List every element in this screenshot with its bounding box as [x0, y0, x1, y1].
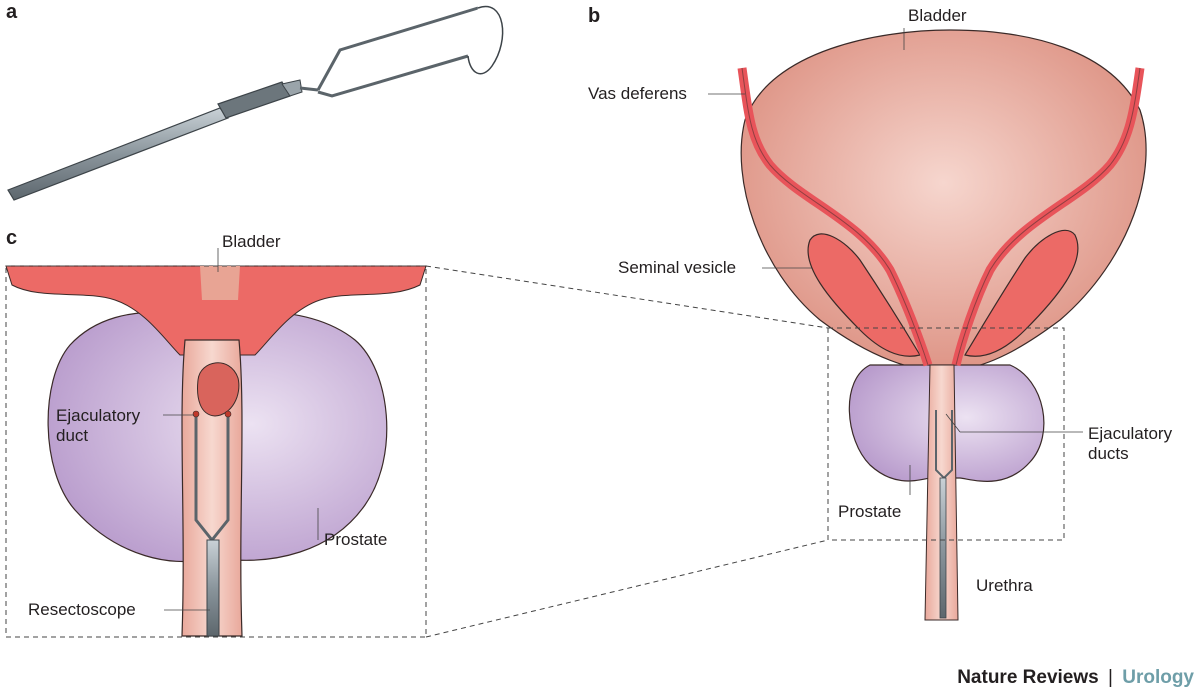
- panel-b-letter: b: [588, 5, 601, 27]
- label-urethra: Urethra: [976, 576, 1033, 595]
- label-ejaculatory-ducts: Ejaculatory ducts: [1088, 424, 1173, 463]
- label-ejaculatory-duct: Ejaculatory duct: [56, 406, 141, 445]
- panel-c-letter: c: [6, 227, 18, 249]
- label-bladder-c: Bladder: [222, 232, 281, 251]
- zoomed-prostate-view: [5, 248, 427, 638]
- journal-subject: Urology: [1122, 667, 1194, 688]
- journal-credit: Nature Reviews | Urology: [957, 666, 1194, 690]
- journal-name: Nature Reviews: [957, 667, 1099, 688]
- label-prostate-b: Prostate: [838, 502, 902, 521]
- bladder-anatomy: [708, 28, 1147, 621]
- panel-a-letter: a: [6, 1, 18, 23]
- credit-separator: |: [1108, 667, 1113, 688]
- label-vas-deferens: Vas deferens: [588, 84, 687, 103]
- label-seminal-vesicle: Seminal vesicle: [618, 258, 737, 277]
- label-resectoscope: Resectoscope: [28, 600, 136, 619]
- resectoscope-illustration: [7, 5, 504, 201]
- label-prostate-c: Prostate: [324, 530, 388, 549]
- label-bladder-b: Bladder: [908, 6, 967, 25]
